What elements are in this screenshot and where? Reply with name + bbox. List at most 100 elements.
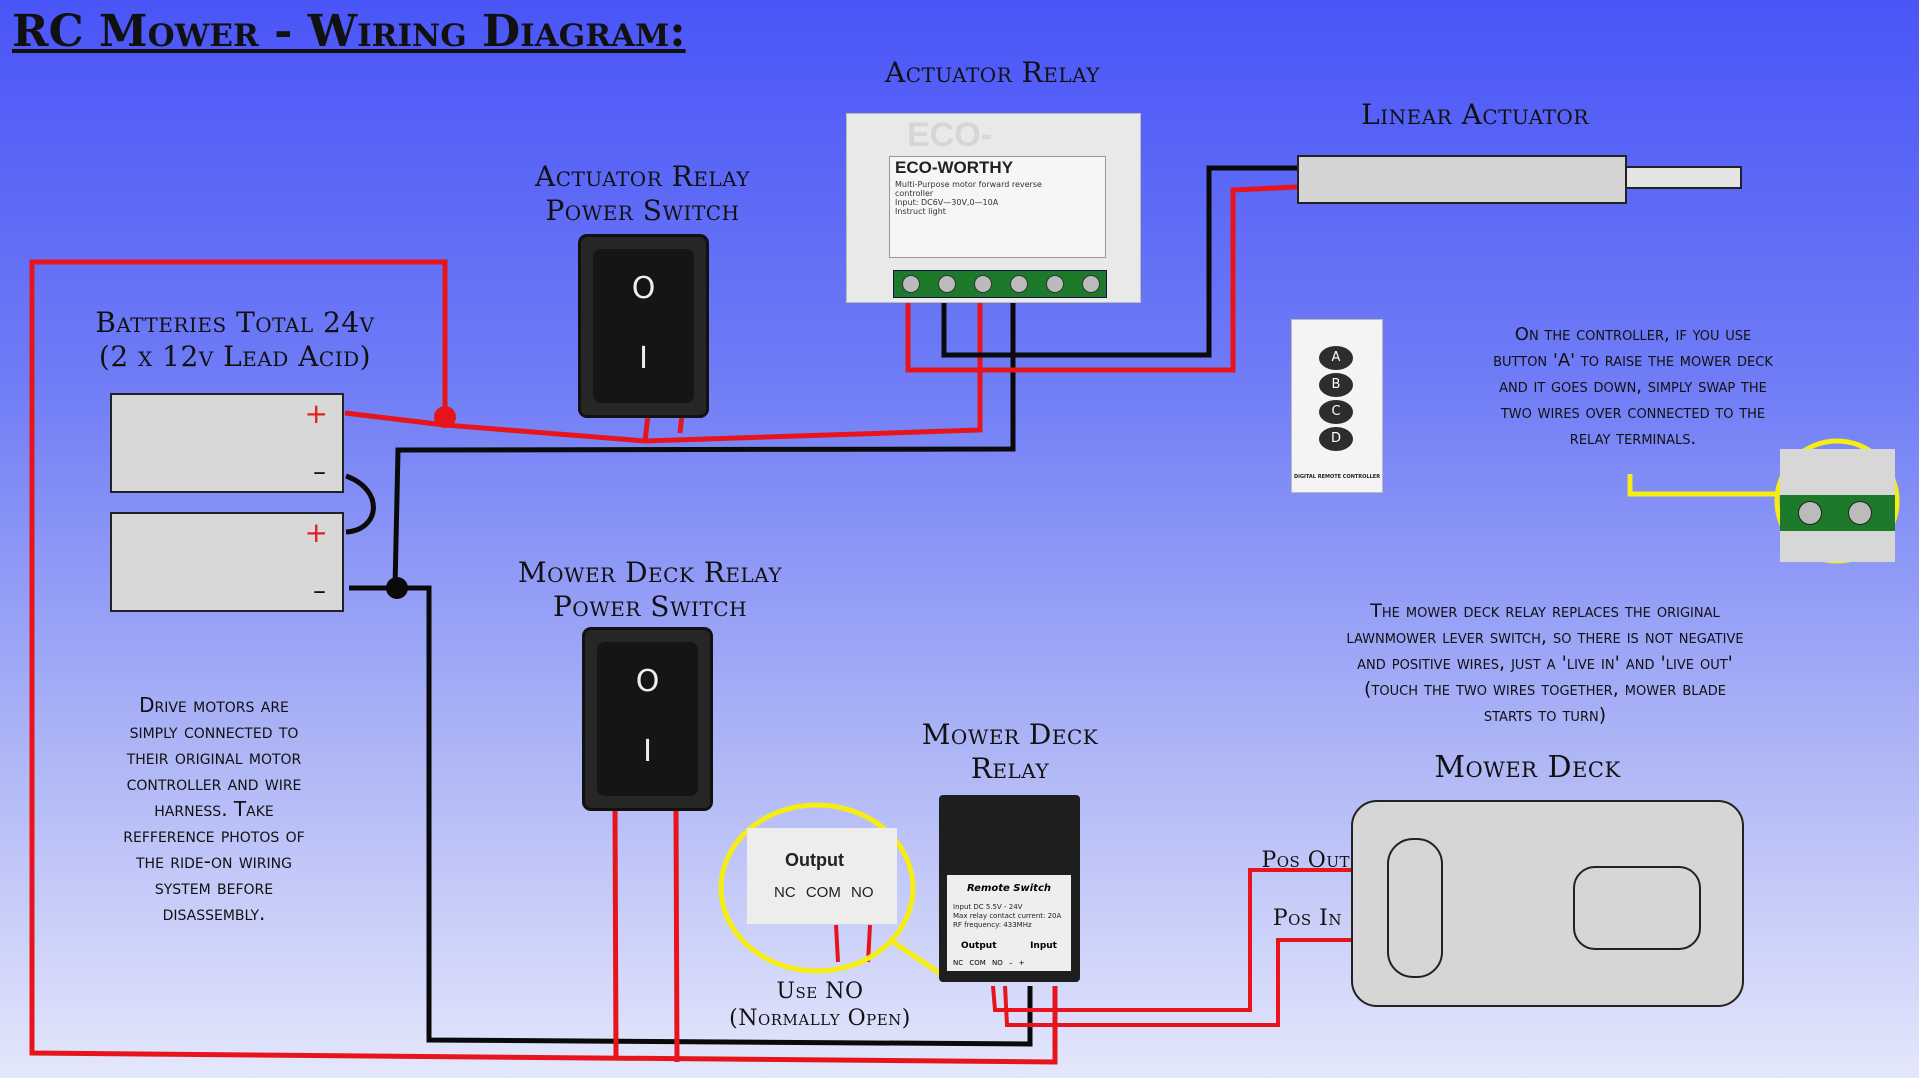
battery-top-minus: – — [313, 457, 326, 487]
actuator-power-switch[interactable]: O I — [581, 237, 706, 415]
drive-note-line: the ride-on wiring — [136, 849, 292, 873]
remote-button-a[interactable]: A — [1319, 346, 1353, 370]
remote-button-b[interactable]: B — [1319, 373, 1353, 397]
mower-relay-output-label: Output — [961, 941, 997, 951]
mower-switch-wire-2 — [673, 807, 680, 1063]
switch-on-mark: I — [643, 734, 652, 769]
highlight-pointer-terminals — [1627, 474, 1777, 497]
mower-relay-spec-line: Input DC 5.5V - 24V — [953, 903, 1023, 911]
terminal-zoom-screw — [1798, 501, 1822, 525]
drive-note-line: harness. Take — [154, 797, 274, 821]
mower-relay-label-line2: Relay — [970, 752, 1050, 785]
remote-brand: DIGITAL REMOTE CONTROLLER — [1293, 474, 1381, 480]
mower-relay-spec: Input DC 5.5V - 24V Max relay contact cu… — [953, 903, 1061, 930]
actuator-switch-label: Actuator Relay Power Switch — [470, 160, 815, 228]
switch-off-mark: O — [631, 271, 656, 306]
terminal-screw — [938, 275, 956, 293]
positive-wire-main — [29, 259, 1058, 1065]
drive-note-line: refference photos of — [123, 823, 305, 847]
mower-relay-sticker — [947, 875, 1071, 971]
output-zoom-inset: Output NC COM NO — [747, 828, 897, 924]
mower-switch-label: Mower Deck Relay Power Switch — [470, 556, 830, 624]
remote-button-c[interactable]: C — [1319, 400, 1353, 424]
terminal-zoom-screw — [1848, 501, 1872, 525]
mower-deck — [1351, 800, 1744, 1007]
mower-relay-note-line: starts to turn) — [1483, 704, 1607, 726]
actuator-switch-label-line2: Power Switch — [545, 194, 740, 227]
drive-note-line: system before — [154, 875, 274, 899]
relay-spec-1: Multi-Purpose motor forward reverse cont… — [895, 180, 1042, 198]
pos-in-label: Pos In — [1272, 906, 1342, 931]
controller-note-line: and it goes down, simply swap the — [1499, 376, 1767, 397]
drive-note-line: controller and wire — [126, 771, 302, 795]
actuator-rod — [1625, 166, 1742, 189]
actuator-wire-red — [905, 184, 1298, 373]
battery-bottom: + – — [110, 512, 344, 612]
batteries-label-line2: (2 x 12v Lead Acid) — [98, 340, 372, 373]
mower-relay-spec-line: Max relay contact current: 20A — [953, 912, 1062, 920]
mower-relay-input-label: Input — [1030, 941, 1057, 951]
page-title: RC Mower - Wiring Diagram: — [12, 6, 686, 57]
relay-spec-3: Instruct light — [895, 207, 946, 216]
mower-relay-note-line: lawnmower lever switch, so there is not … — [1346, 626, 1744, 648]
battery-link — [345, 473, 376, 535]
relay-face-panel — [889, 156, 1106, 258]
remote-button-d[interactable]: D — [1319, 427, 1353, 451]
deck-slot-right — [1573, 866, 1701, 950]
relay-spec: Multi-Purpose motor forward reverse cont… — [895, 180, 1055, 216]
use-no-label: Use NO (Normally Open) — [700, 978, 940, 1032]
mower-relay-heading: Remote Switch — [966, 883, 1051, 894]
terminal-screw — [1082, 275, 1100, 293]
relay-spec-2: Input: DC6V—30V,0—10A — [895, 198, 999, 207]
mower-relay-note: The mower deck relay replaces the origin… — [1200, 598, 1890, 728]
actuator-relay-label: Actuator Relay — [885, 56, 1100, 89]
rocker-face: O I — [593, 249, 694, 403]
controller-note-line: two wires over connected to the — [1500, 402, 1766, 423]
drive-note-line: simply connected to — [129, 719, 299, 743]
use-no-line2: (Normally Open) — [729, 1006, 911, 1031]
actuator-switch-label-line1: Actuator Relay — [535, 160, 750, 193]
positive-wire-switch-a2 — [677, 414, 685, 434]
remote-controller: A B C D DIGITAL REMOTE CONTROLLER — [1291, 319, 1383, 493]
mower-relay-pins: NC COM NO – + — [953, 959, 1025, 967]
battery-bottom-minus: – — [313, 576, 326, 606]
mower-relay-note-line: The mower deck relay replaces the origin… — [1370, 600, 1720, 622]
controller-note-line: relay terminals. — [1569, 428, 1697, 449]
actuator-wire-black — [941, 165, 1297, 358]
mower-switch-wire-1 — [612, 807, 619, 1059]
battery-top-plus: + — [304, 397, 328, 430]
drive-note-line: disassembly. — [162, 901, 266, 925]
drive-note-line: Drive motors are — [139, 693, 289, 717]
actuator-relay-device: ECO-WORTHY ECO-WORTHY Multi-Purpose moto… — [846, 113, 1141, 303]
terminal-screw — [1010, 275, 1028, 293]
output-zoom-pins: NC COM NO — [774, 884, 874, 901]
relay-terminal-block — [893, 270, 1107, 298]
mower-switch-label-line1: Mower Deck Relay — [517, 556, 783, 589]
battery-top: + – — [110, 393, 344, 493]
switch-on-mark: I — [639, 341, 648, 376]
relay-out-2 — [1003, 938, 1351, 1027]
mower-relay-sticker-text: Remote Switch Input DC 5.5V - 24V Max re… — [947, 875, 1071, 971]
linear-actuator-label: Linear Actuator — [1361, 98, 1589, 131]
controller-note-line: On the controller, if you use — [1514, 324, 1752, 345]
mower-relay-note-line: and positive wires, just a 'live in' and… — [1357, 652, 1733, 674]
batteries-label: Batteries Total 24v (2 x 12v Lead Acid) — [40, 306, 430, 374]
drive-note-line: their original motor — [126, 745, 302, 769]
highlight-circle-output — [718, 802, 916, 974]
terminal-screw — [1046, 275, 1064, 293]
drive-motors-note: Drive motors are simply connected to the… — [64, 692, 364, 926]
positive-junction — [434, 406, 456, 428]
relay-out-1 — [991, 868, 1351, 1012]
deck-slot-left — [1387, 838, 1443, 978]
controller-note-line: button 'A' to raise the mower deck — [1493, 350, 1773, 371]
mower-power-switch[interactable]: O I — [585, 630, 710, 808]
pos-out-label: Pos Out — [1261, 848, 1350, 873]
mower-deck-label: Mower Deck — [1434, 750, 1621, 785]
mower-relay-note-line: (touch the two wires together, mower bla… — [1364, 678, 1726, 700]
battery-bottom-plus: + — [304, 516, 328, 549]
negative-wire-bottom — [398, 585, 1033, 1047]
mower-relay-label-line1: Mower Deck — [921, 718, 1099, 751]
output-zoom-label: Output — [785, 850, 844, 870]
batteries-label-line1: Batteries Total 24v — [95, 306, 375, 339]
actuator-body — [1297, 155, 1627, 204]
